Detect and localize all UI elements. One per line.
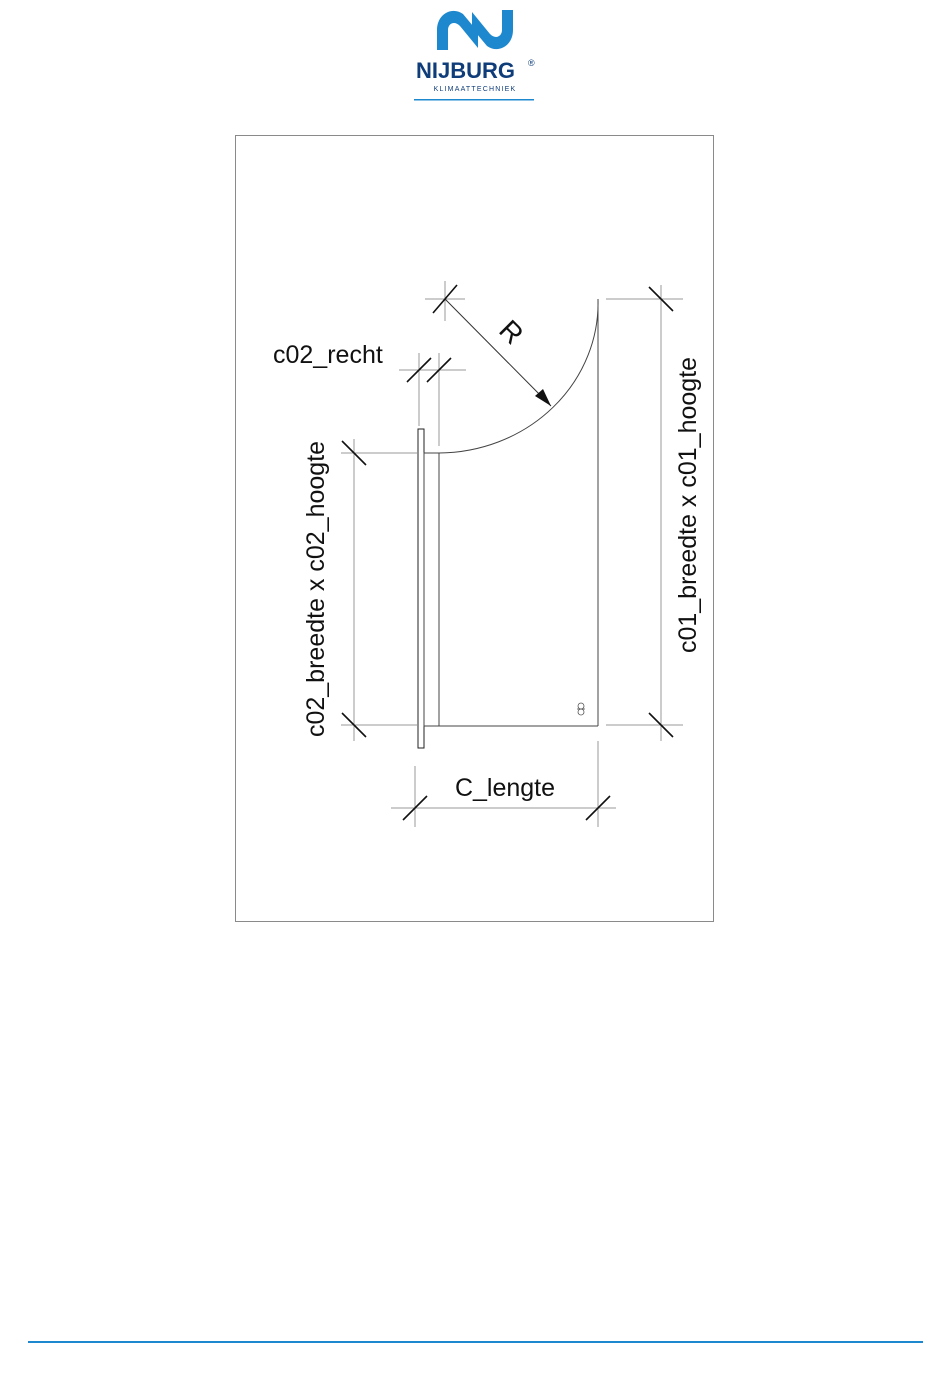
bend-diagram: R c02_recht c02_breedte x c02_hoogte c01…	[236, 136, 715, 923]
footer-rule	[28, 1341, 923, 1343]
nijburg-logo-icon: NIJBURG ® KLIMAATTECHNIEK	[408, 4, 542, 104]
straight-section	[424, 453, 439, 726]
dimension-ticks	[342, 285, 673, 820]
inlet-size-label: c01_breedte x c01_hoogte	[674, 357, 702, 653]
outlet-size-label: c02_breedte x c02_hoogte	[302, 441, 330, 737]
logo-brand-text: NIJBURG	[416, 58, 515, 83]
flange-plate	[418, 429, 424, 748]
straight-length-label: c02_recht	[273, 341, 383, 369]
part-outline	[418, 299, 598, 748]
dimension-lines	[341, 281, 683, 827]
radius-arrowhead	[535, 389, 551, 406]
logo-tagline: KLIMAATTECHNIEK	[434, 86, 517, 93]
technical-drawing-frame: R c02_recht c02_breedte x c02_hoogte c01…	[235, 135, 714, 922]
logo-registered-mark: ®	[528, 58, 535, 68]
length-label: C_lengte	[455, 774, 555, 802]
company-logo: NIJBURG ® KLIMAATTECHNIEK	[408, 4, 542, 104]
connector-symbol-icon	[577, 703, 585, 715]
logo-underline	[414, 99, 534, 101]
radius-label: R	[493, 314, 529, 350]
